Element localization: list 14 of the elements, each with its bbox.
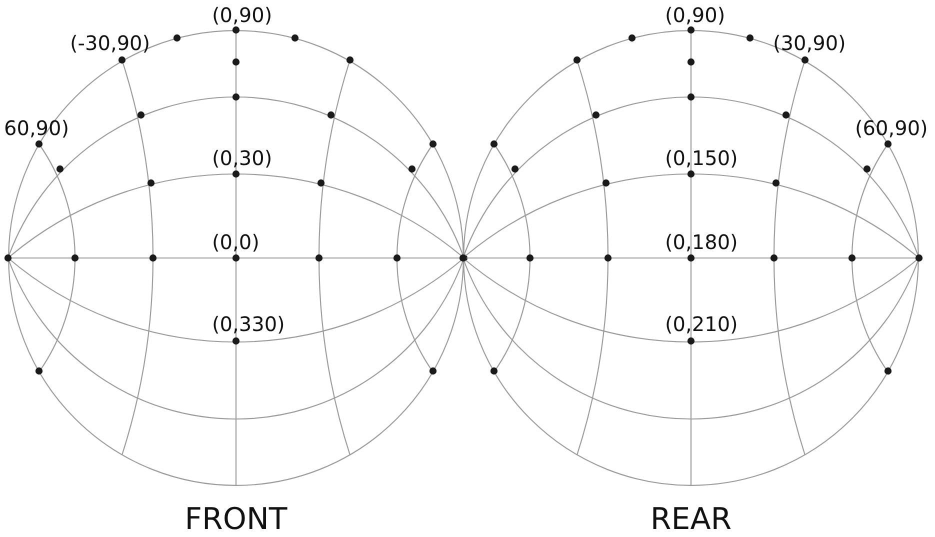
coordinate-label: (-30,90) — [70, 33, 150, 53]
view-heading: FRONT — [184, 505, 288, 535]
coordinate-label: (0,210) — [665, 314, 738, 334]
coordinate-label: (0,90) — [212, 5, 272, 25]
coordinate-label: (60,90) — [855, 118, 928, 138]
coordinate-label: (0,180) — [665, 232, 738, 252]
coordinate-label: (0,0) — [212, 232, 260, 252]
coordinate-label: (0,90) — [665, 5, 726, 25]
coordinate-label: (0,330) — [212, 314, 285, 334]
view-heading: REAR — [650, 505, 732, 535]
coordinate-label: (30,90) — [773, 33, 846, 53]
coordinate-label: (0,30) — [212, 148, 272, 168]
coordinate-label: (0,150) — [665, 148, 738, 168]
coordinate-label: 60,90) — [4, 118, 70, 138]
